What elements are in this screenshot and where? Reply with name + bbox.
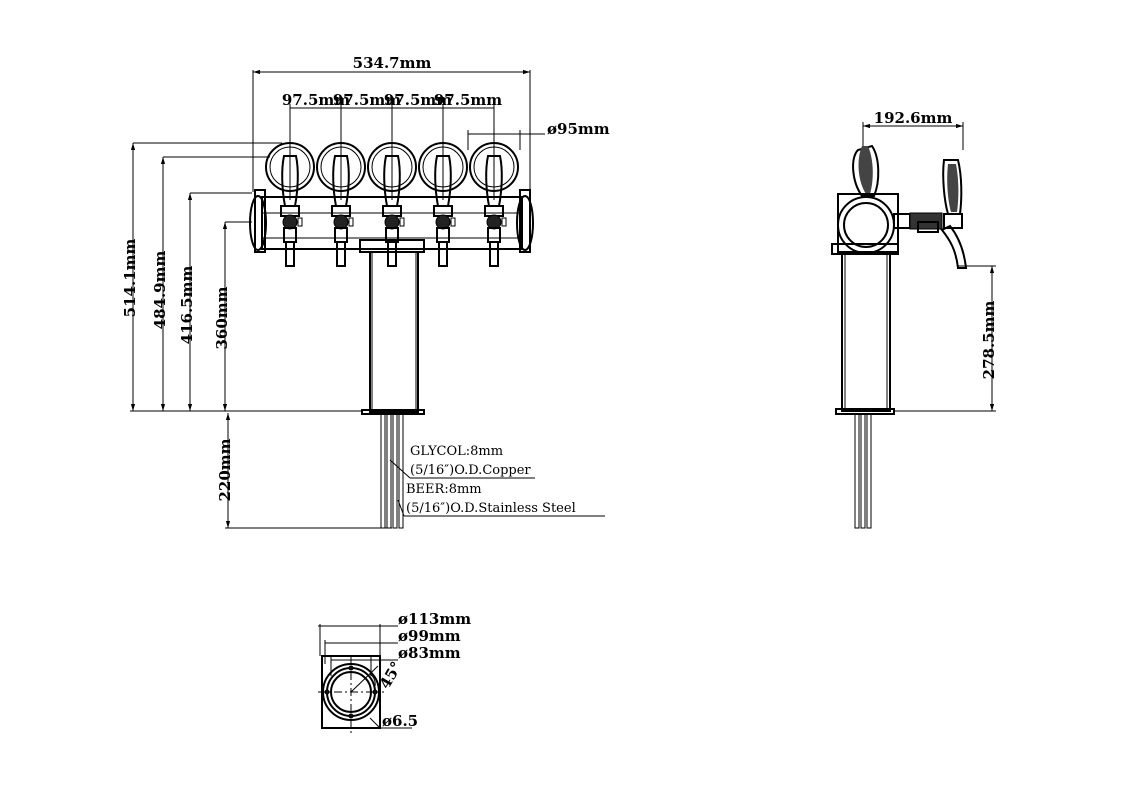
medallion-ring (422, 146, 464, 188)
front-view: 534.7mm 97.5mm 97.5mm 97.5mm 97.5mm ø95m… (121, 54, 610, 529)
line-length-label: 220mm (216, 438, 234, 501)
tap-3 (367, 142, 417, 267)
beer-material-note: (5/16″)O.D.Stainless Steel (406, 501, 576, 516)
medallion (367, 142, 417, 192)
faucet-neck (283, 227, 297, 243)
height-label-484: 484.9mm (151, 251, 169, 330)
depth-label: 192.6mm (874, 109, 953, 127)
spout (489, 241, 499, 267)
medallion (316, 142, 366, 192)
spacing-label-1: 97.5mm (282, 91, 350, 109)
tap-5 (469, 142, 519, 267)
valve-nut (450, 217, 456, 227)
faucet-neck (487, 227, 501, 243)
overall-width-dimension: 534.7mm (252, 54, 531, 200)
spout (387, 241, 397, 267)
height-label-416: 416.5mm (178, 266, 196, 345)
glycol-material-note: (5/16″)O.D.Copper (410, 463, 531, 478)
valve-body (435, 214, 451, 230)
valve-body (282, 214, 298, 230)
spout (438, 241, 448, 267)
medallion (469, 142, 519, 192)
spout-height-label: 278.5mm (980, 301, 998, 380)
medallion-ring (320, 146, 362, 188)
medallion-ring (269, 146, 311, 188)
spacing-label-3: 97.5mm (384, 91, 452, 109)
valve-body (333, 214, 349, 230)
width-label: 534.7mm (353, 54, 432, 72)
tap-1 (265, 142, 315, 267)
tower-manifold (249, 189, 534, 253)
line-length-dimension: 220mm (216, 413, 392, 529)
tap-row (265, 142, 519, 267)
base-diameter-dimensions: ø113mm ø99mm ø83mm 45° ø6.5 (318, 610, 471, 730)
inner-diameter-label: ø83mm (398, 644, 461, 662)
medallion (418, 142, 468, 192)
height-label-514: 514.1mm (121, 239, 139, 318)
medallion (265, 142, 315, 192)
spacing-label-4: 97.5mm (434, 91, 502, 109)
valve-nut (297, 217, 303, 227)
medallion-dimension: ø95mm (467, 120, 610, 150)
tap-4 (418, 142, 468, 267)
valve-nut (501, 217, 507, 227)
tower-column (359, 239, 425, 415)
spout (285, 241, 295, 267)
height-dimensions: 514.1mm 484.9mm 416.5mm 360mm (121, 142, 362, 412)
spout-height-dimension: 278.5mm (894, 265, 998, 412)
base-view: ø113mm ø99mm ø83mm 45° ø6.5 (318, 610, 471, 734)
tap-2 (316, 142, 366, 267)
valve-nut (399, 217, 405, 227)
depth-dimension: 192.6mm (862, 109, 964, 150)
outer-diameter-label: ø113mm (398, 610, 471, 628)
faucet-neck (334, 227, 348, 243)
glycol-note: GLYCOL:8mm (410, 444, 503, 459)
medallion-label: ø95mm (547, 120, 610, 138)
valve-body (384, 214, 400, 230)
spacing-label-2: 97.5mm (333, 91, 401, 109)
beer-note: BEER:8mm (406, 482, 482, 497)
medallion-ring (473, 146, 515, 188)
height-label-360: 360mm (213, 286, 231, 349)
column-diameter-label: ø99mm (398, 627, 461, 645)
faucet-neck (436, 227, 450, 243)
valve-body (486, 214, 502, 230)
line-notes: GLYCOL:8mm (5/16″)O.D.Copper BEER:8mm (5… (389, 444, 605, 517)
spacing-dimension: 97.5mm 97.5mm 97.5mm 97.5mm (282, 91, 502, 200)
spout (336, 241, 346, 267)
valve-nut (348, 217, 354, 227)
hole-label: ø6.5 (382, 712, 418, 730)
medallion-ring (371, 146, 413, 188)
side-view: 192.6mm 278.5mm (831, 109, 998, 529)
tower-lines (380, 413, 404, 529)
